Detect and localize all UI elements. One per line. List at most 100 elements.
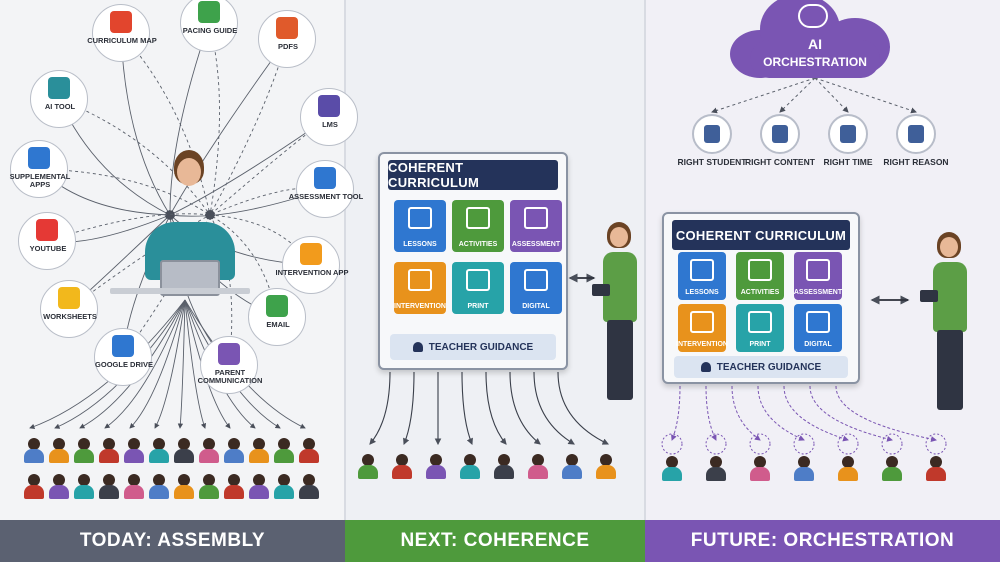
banner-today: TODAY: ASSEMBLY (0, 520, 345, 562)
student-avatar (460, 454, 480, 480)
tablet-icon (592, 284, 610, 296)
tool-bubble: GOOGLE DRIVE (94, 328, 153, 386)
student-avatar (274, 474, 294, 500)
student-avatar (750, 456, 770, 482)
student-avatar (528, 454, 548, 480)
tool-bubble: AI TOOL (30, 70, 88, 128)
book-icon (408, 207, 432, 229)
right-label: RIGHT REASON (883, 157, 949, 167)
delivery-arrow (369, 371, 391, 445)
teacher-figure (920, 232, 972, 412)
student-avatar (199, 474, 219, 500)
delivery-arrow (509, 371, 541, 445)
right-item (692, 114, 732, 154)
tool-bubble: SUPPLEMENTAL APPS (10, 140, 70, 198)
tool-label: EMAIL (266, 320, 290, 329)
tile-activities: ACTIVITIES (452, 200, 504, 252)
banner-next: NEXT: COHERENCE (345, 520, 645, 562)
tool-label: YOUTUBE (29, 244, 67, 253)
student-avatar (392, 454, 412, 480)
student-avatar (99, 474, 119, 500)
tile-label: PRINT (749, 341, 771, 348)
student-avatar (838, 456, 858, 482)
brain-icon (798, 4, 828, 28)
teacher-guidance: TEACHER GUIDANCE (674, 356, 848, 378)
student-avatar (224, 474, 244, 500)
student-avatar (494, 454, 514, 480)
laptop-icon (318, 95, 340, 117)
tool-label: LMS (322, 120, 338, 129)
tile-label: INTERVENTION (676, 341, 728, 348)
banner-future: FUTURE: ORCHESTRATION (645, 520, 1000, 562)
tool-bubble: YOUTUBE (18, 212, 76, 270)
tangled-arrow (209, 212, 312, 266)
clock-icon (840, 125, 856, 143)
student-avatar (149, 474, 169, 500)
right-label: RIGHT STUDENT (677, 157, 747, 167)
student-avatar (74, 474, 94, 500)
delivery-arrow (461, 371, 473, 446)
tool-label: INTERVENTION APP (275, 268, 349, 277)
student-avatar (274, 438, 294, 464)
tool-label: PDFs (277, 42, 298, 51)
divider (644, 0, 646, 520)
tangled-arrow (209, 38, 288, 216)
tile-intervention: INTERVENTION (394, 262, 446, 314)
tile-label: ACTIVITIES (740, 289, 780, 296)
student-avatar (224, 438, 244, 464)
delivery-arrow (557, 371, 609, 445)
right-item (760, 114, 800, 154)
curriculum-title: COHERENT CURRICULUM (672, 220, 850, 250)
desk (110, 288, 250, 294)
tile-label: ASSESSMENT (511, 241, 561, 248)
tile-label: ASSESSMENT (793, 289, 843, 296)
tangled-arrow (169, 38, 288, 216)
ai-label: AI (808, 36, 822, 52)
printer-icon (748, 311, 772, 333)
tile-digital: DIGITAL (794, 304, 842, 352)
curriculum-title: COHERENT CURRICULUM (388, 160, 558, 190)
tool-label: SUPPLEMENTAL APPS (9, 172, 71, 189)
fan-arrow (129, 299, 186, 429)
student-avatar (24, 474, 44, 500)
tool-bubble: PARENT COMMUNICATION (198, 336, 262, 394)
envelope-icon (266, 295, 288, 317)
fan-arrow (154, 299, 186, 429)
tile-print: PRINT (452, 262, 504, 314)
tool-bubble: CURRICULUM MAP (87, 4, 157, 62)
ai-cloud: AI ORCHESTRATION (730, 0, 900, 80)
book-icon (690, 259, 714, 281)
tool-bubble: ASSESSMENT TOOL (289, 160, 363, 218)
person-icon (408, 269, 432, 291)
check-icon (806, 259, 830, 281)
teacher-guidance-label: TEACHER GUIDANCE (428, 341, 534, 353)
play-icon (36, 219, 58, 241)
target-icon (908, 125, 924, 143)
tile-assessment: ASSESSMENT (794, 252, 842, 300)
tool-label: PARENT COMMUNICATION (197, 368, 263, 385)
tool-bubble: LMS (300, 88, 358, 146)
document-icon (772, 125, 788, 143)
tool-bubble: INTERVENTION APP (276, 236, 348, 294)
map-pin-icon (198, 1, 220, 23)
play-icon (748, 259, 772, 281)
pdf-icon (276, 17, 298, 39)
student-avatar (358, 454, 378, 480)
play-icon (466, 207, 490, 229)
student-avatar (794, 456, 814, 482)
student-avatar (24, 438, 44, 464)
check-icon (524, 207, 548, 229)
document-icon (110, 11, 132, 33)
tablet-icon (806, 311, 830, 333)
student-avatar (926, 456, 946, 482)
fan-arrow (104, 299, 186, 429)
student-avatar (174, 438, 194, 464)
student-avatar (174, 474, 194, 500)
student-avatar (426, 454, 446, 480)
student-avatar (249, 438, 269, 464)
tool-label: ASSESSMENT TOOL (288, 192, 364, 201)
right-label: RIGHT TIME (823, 157, 873, 167)
tile-lessons: LESSONS (678, 252, 726, 300)
